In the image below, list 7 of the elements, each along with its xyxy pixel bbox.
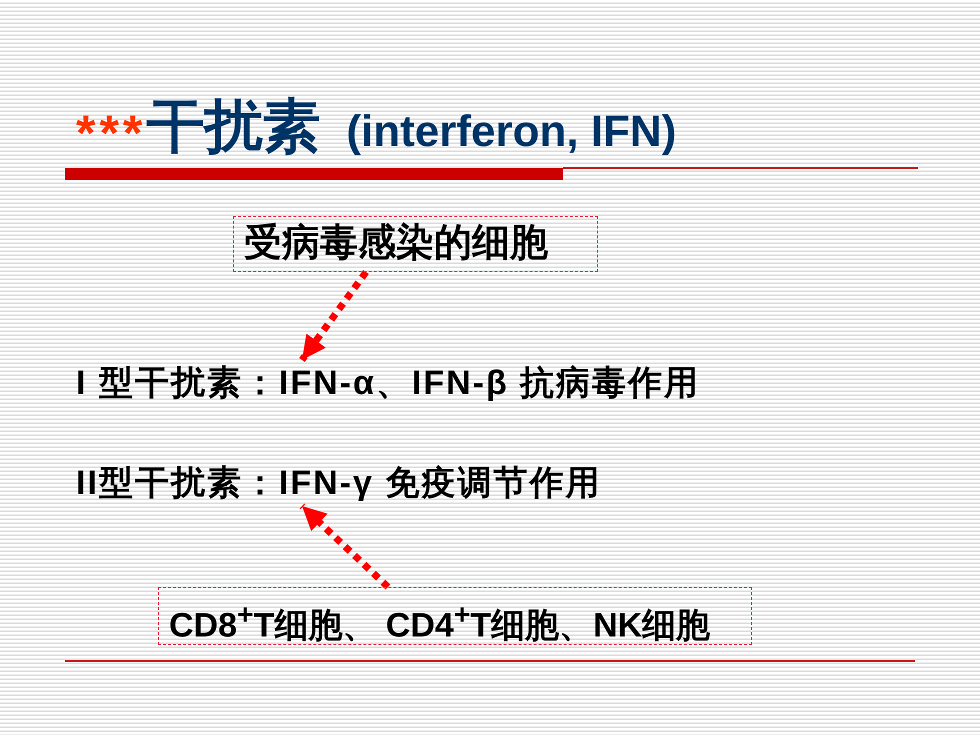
arrow <box>300 503 390 590</box>
arrow <box>299 270 369 362</box>
slide-title: ***干扰素 (interferon, IFN) <box>76 94 676 163</box>
dashed-box: 受病毒感染的细胞 <box>233 216 598 272</box>
statement-text: I 型干扰素：IFN-α、IFN-β 抗病毒作用 <box>76 360 700 406</box>
statement-text: II型干扰素：IFN-γ 免疫调节作用 <box>76 460 602 506</box>
dashed-box: CD8$^{+}$T细胞、 CD4$^{+}$T细胞、NK细胞 <box>158 587 752 645</box>
